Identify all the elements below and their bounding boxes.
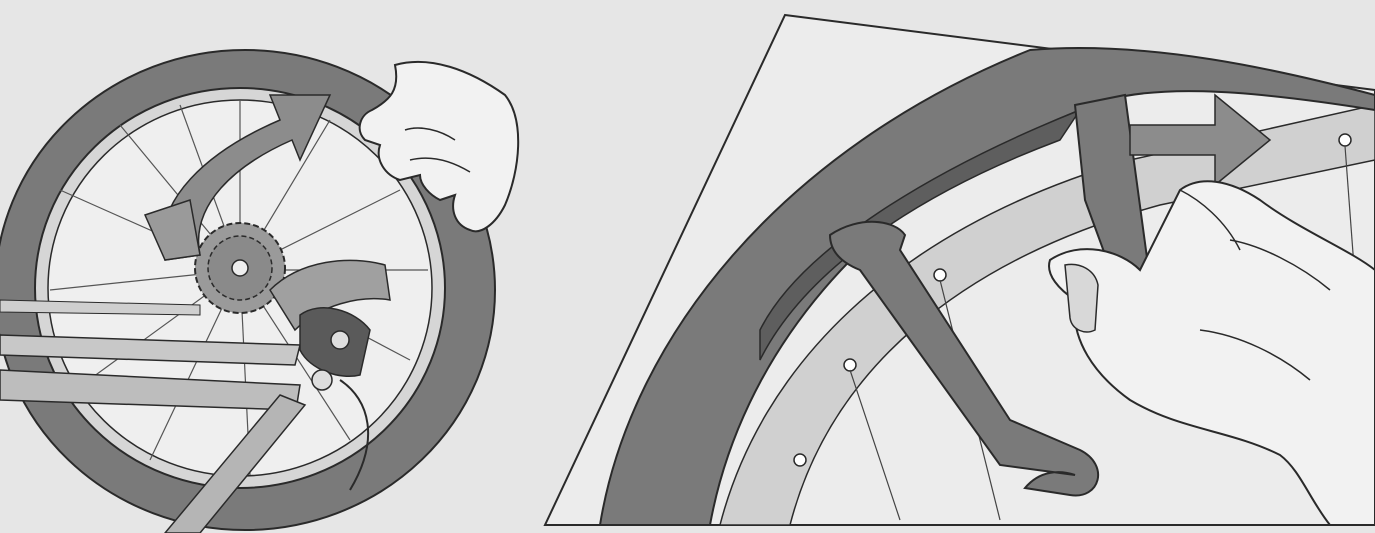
right-panel	[545, 15, 1375, 525]
left-panel	[0, 50, 518, 533]
cassette-icon	[195, 223, 285, 313]
